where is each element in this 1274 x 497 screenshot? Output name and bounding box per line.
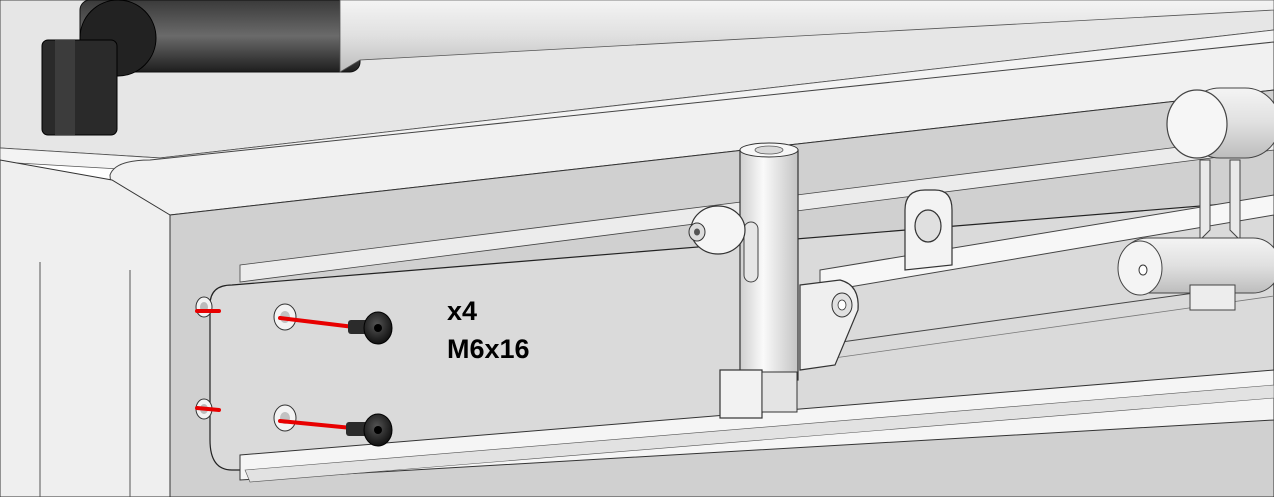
dark-tube-leg <box>41 39 118 136</box>
leader-line <box>278 419 354 430</box>
fastener-spec-label: M6x16 <box>447 334 530 364</box>
quantity-label: x4 <box>447 296 478 326</box>
screw-icon <box>346 413 393 447</box>
screw-icon <box>348 311 393 345</box>
leader-line <box>278 316 356 329</box>
leader-line <box>195 406 221 412</box>
left-leg <box>0 159 171 497</box>
top-edge <box>0 29 1274 173</box>
post-base <box>719 369 763 419</box>
